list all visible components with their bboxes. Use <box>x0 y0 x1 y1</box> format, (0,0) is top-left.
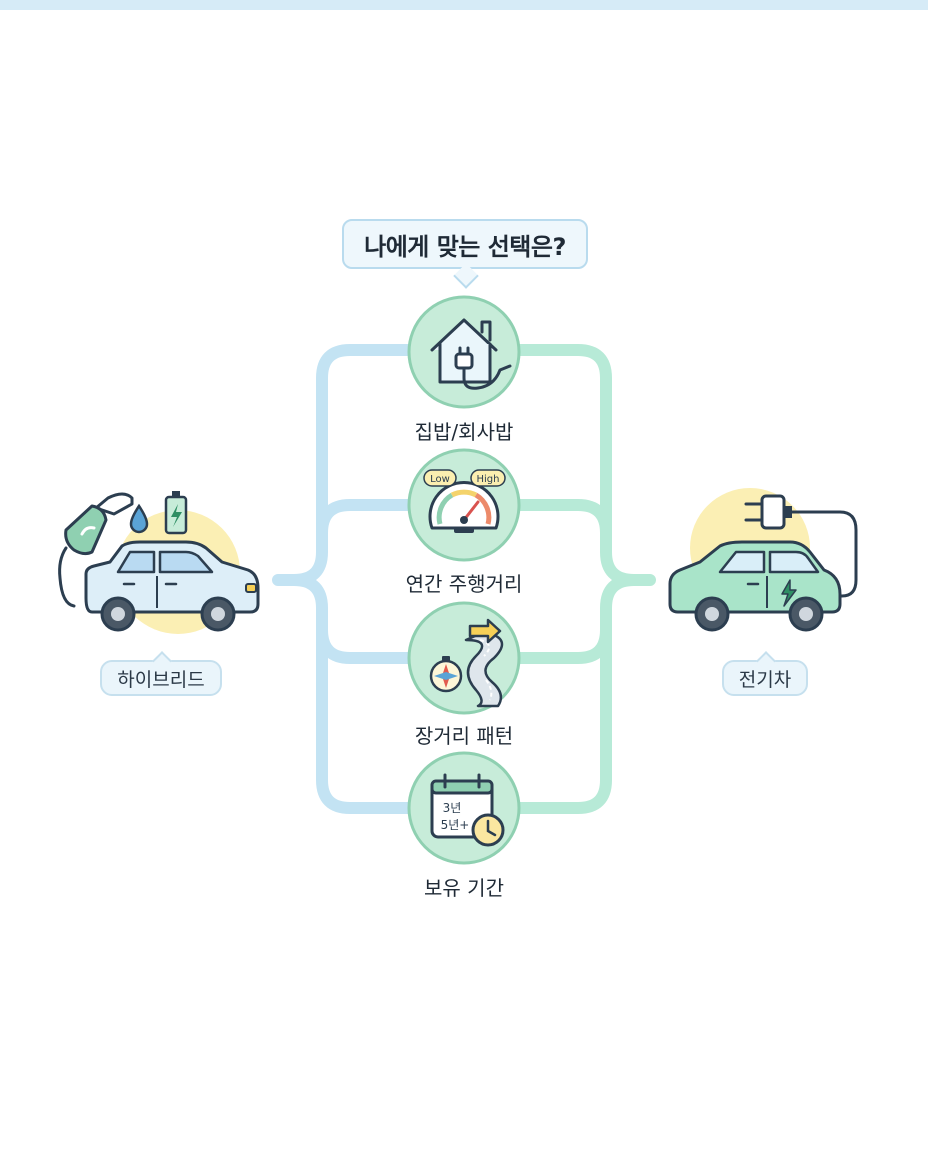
fuel-pump-nozzle-icon <box>58 492 134 608</box>
factor-circle-1 <box>407 295 521 409</box>
gauge-high-tag: High <box>470 469 506 487</box>
hybrid-option-pill: 하이브리드 <box>100 651 222 696</box>
factor-label-3: 장거리 패턴 <box>414 724 514 748</box>
left-path-factor-2 <box>316 499 466 539</box>
right-brace-paths <box>464 344 656 814</box>
ev-option-pill: 전기차 <box>722 651 808 696</box>
factor-circle-3 <box>407 601 521 715</box>
gauge-high-label: High <box>477 474 500 485</box>
factor-label-4: 보유 기간 <box>424 876 504 900</box>
top-accent-bar <box>0 0 928 10</box>
right-path-factor-2 <box>464 499 612 539</box>
ev-option-label: 전기차 <box>738 668 792 691</box>
factor-label-1: 집밥/회사밥 <box>414 420 514 444</box>
question-bubble: 나에게 맞는 선택은? <box>342 219 588 289</box>
electric-car-icon <box>668 488 858 632</box>
calendar-clock-icon: 3년 5년+ <box>430 773 505 847</box>
battery-icon <box>164 491 188 535</box>
left-path-factor-4 <box>288 574 466 814</box>
calendar-line-1: 3년 <box>443 801 462 815</box>
factor-circle-4: 3년 5년+ <box>407 751 521 865</box>
fuel-drop-icon <box>129 503 149 534</box>
winding-road-compass-icon <box>429 618 504 708</box>
gauge-low-label: Low <box>430 474 450 485</box>
question-text: 나에게 맞는 선택은? <box>364 232 566 261</box>
calendar-line-2: 5년+ <box>441 818 470 832</box>
left-brace-paths <box>272 344 466 814</box>
factor-circle-2: Low High <box>407 448 521 562</box>
home-charging-icon <box>430 318 512 390</box>
charging-plug-icon <box>744 494 858 598</box>
bolt-icon <box>781 579 797 607</box>
right-path-factor-4 <box>464 574 640 814</box>
hybrid-car-icon <box>58 491 260 634</box>
gauge-low-tag: Low <box>423 469 457 487</box>
speedometer-icon <box>428 481 500 533</box>
hybrid-option-label: 하이브리드 <box>117 668 205 691</box>
factor-label-2: 연간 주행거리 <box>405 572 523 596</box>
